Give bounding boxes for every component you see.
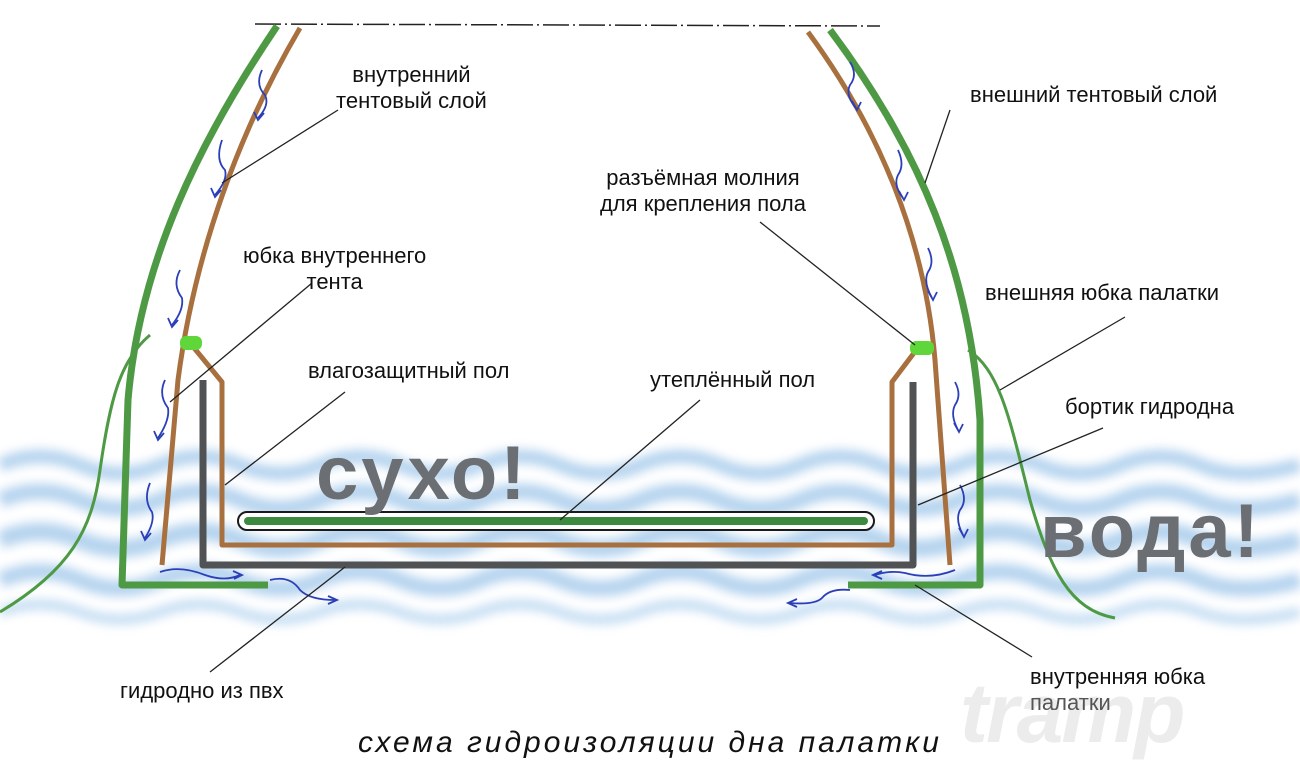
label-pvc-bathtub-floor: гидродно из пвх (120, 678, 284, 703)
inner-tent-layer-right (805, 30, 953, 566)
outer-skirt-right (967, 348, 1116, 620)
inner-tent-layer-left (159, 26, 303, 566)
label-outer-tent-skirt: внешняя юбка палатки (985, 280, 1220, 305)
waterproof-floor (188, 341, 922, 548)
outer-skirt-left (0, 333, 151, 614)
diagram-caption: схема гидроизоляции дна палатки (358, 726, 942, 759)
watermark: tramp (960, 666, 1185, 760)
label-inner-tent-layer: внутренний тентовый слой (336, 62, 487, 113)
water-label: вода! (1040, 489, 1262, 574)
ridge-line (254, 23, 881, 27)
outer-tent-layer-right (827, 27, 984, 589)
outer-tent-layer-left (118, 24, 280, 589)
label-outer-tent-layer: внешний тентовый слой (970, 82, 1218, 107)
leader-lines (169, 109, 1126, 673)
zipper-right (910, 341, 934, 355)
label-inner-skirt-bottom: внутренняя юбка палатки (1030, 664, 1206, 715)
label-detachable-zipper: разъёмная молния для крепления пола (600, 165, 806, 216)
water-waves (0, 449, 1300, 625)
label-inner-tent-skirt: юбка внутреннего тента (243, 243, 427, 294)
label-bathtub-floor-rim: бортик гидродна (1065, 394, 1235, 419)
dry-label: сухо! (316, 431, 529, 516)
zipper-left (180, 336, 202, 350)
water-flow-arrows (140, 61, 969, 608)
pvc-bathtub-floor (199, 380, 917, 569)
label-insulated-floor: утеплённый пол (650, 367, 816, 392)
label-waterproof-floor: влагозащитный пол (308, 358, 510, 383)
